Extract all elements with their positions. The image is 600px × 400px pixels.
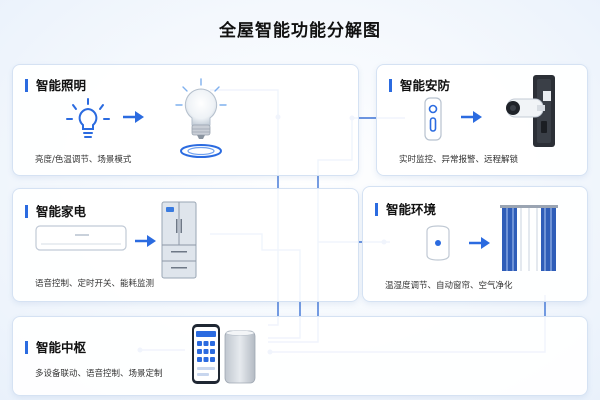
curtain-icon [500, 205, 558, 271]
card-desc: 亮度/色温调节、场景模式 [35, 155, 132, 165]
card-environment: 智能环境 温湿度调节、自动窗帘、空气净化 [362, 186, 588, 302]
card-title: 智能照明 [25, 79, 86, 92]
card-appliance: 智能家电 语音控制、定时开关、能耗监测 [12, 188, 359, 302]
security-camera-icon [506, 75, 555, 147]
card-lighting: 智能照明 亮度/色温调节、场景模式 [12, 64, 359, 176]
card-desc: 语音控制、定时开关、能耗监测 [35, 279, 155, 289]
card-desc: 实时监控、异常报警、远程解锁 [399, 155, 519, 165]
card-security: 智能安防 实时监控、异常报警、远程解锁 [376, 64, 588, 176]
arrow-right-icon [469, 237, 490, 249]
smart-speaker-icon [224, 330, 256, 384]
card-title: 智能安防 [389, 79, 450, 92]
environment-sensor-icon [426, 225, 450, 261]
door-sensor-icon [424, 97, 442, 141]
card-title: 智能环境 [375, 203, 436, 216]
card-desc: 多设备联动、语音控制、场景定制 [35, 369, 163, 379]
refrigerator-icon [161, 201, 197, 279]
card-desc: 温湿度调节、自动窗帘、空气净化 [385, 281, 513, 291]
arrow-right-icon [123, 111, 144, 123]
arrow-right-icon [135, 235, 156, 247]
page-title: 全屋智能功能分解图 [219, 21, 381, 41]
card-title: 智能家电 [25, 205, 86, 218]
smart-bulb-icon [175, 78, 227, 158]
card-title: 智能中枢 [25, 341, 86, 354]
light-bulb-outline-icon [66, 98, 110, 138]
card-hub: 智能中枢 多设备联动、语音控制、场景定制 [12, 316, 588, 396]
arrow-right-icon [461, 111, 482, 123]
smartphone-icon [192, 324, 220, 384]
air-conditioner-icon [35, 225, 127, 251]
